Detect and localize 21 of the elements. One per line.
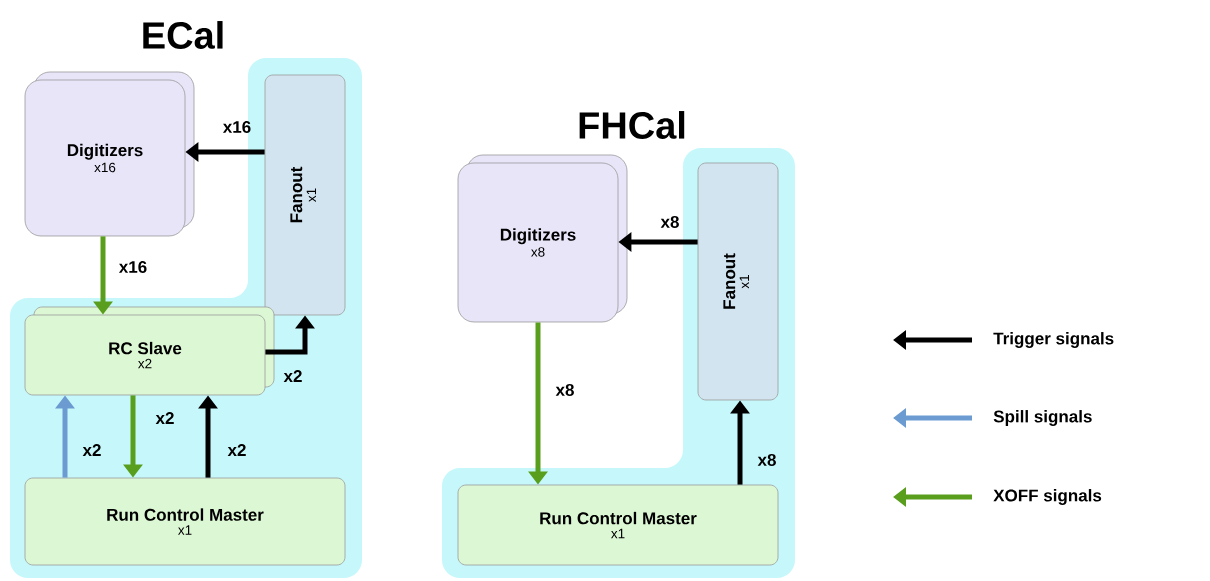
stacked-module-box: Digitizers x8 [457,154,628,323]
fanout-box: Fanout x1 [697,162,779,401]
legend-text: Spill signals [993,410,1092,426]
edge-label: x2 [283,370,302,382]
section-title: FHCal [579,111,685,139]
edge-label: x16 [118,261,147,273]
edge-label: x2 [82,444,101,456]
edge-label: x8 [660,216,679,228]
stacked-module-box: RC Slave x2 [24,306,275,396]
section-title: ECal [143,21,223,49]
fanout-box: Fanout x1 [264,74,346,316]
edge-label: x16 [222,120,251,133]
stacked-module-box: Digitizers x16 [24,71,195,237]
legend-text: XOFF signals [993,489,1102,505]
edge-label: x8 [555,384,574,396]
module-box: Run Control Master x1 [457,484,779,566]
legend-text: Trigger signals [993,332,1114,348]
edge-label: x2 [155,412,174,424]
edge-label: x8 [757,454,776,466]
edge-label: x2 [227,444,246,456]
module-box: Run Control Master x1 [24,477,346,566]
